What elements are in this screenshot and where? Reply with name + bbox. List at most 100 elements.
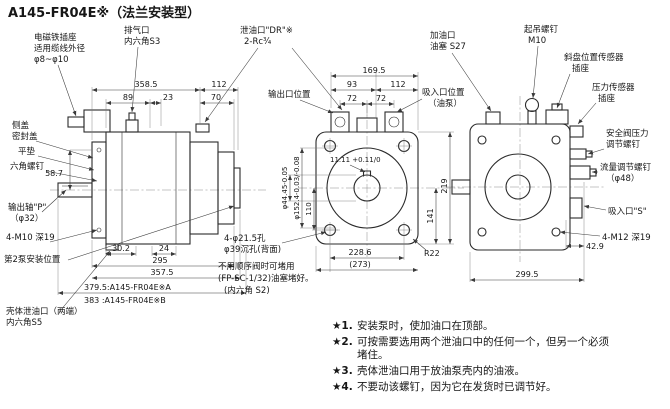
side-cover-label: 侧盖 <box>12 120 30 131</box>
note-3-text: 壳体泄油口用于放油泵壳内的油液。 <box>357 364 525 377</box>
dim-295: 295 <box>152 256 167 265</box>
case-drain-label: 壳体泄油口（两端） <box>6 306 83 317</box>
sequence-valve-note-2: (FP-SC-1/32)油塞堵好。 <box>218 273 314 284</box>
flat-washer-label: 平垫 <box>18 146 36 157</box>
pilot-circle <box>326 147 408 229</box>
output-shaft-dia: （φ32） <box>10 213 43 224</box>
page-title: A145-FR04E※（法兰安装型） <box>8 5 200 21</box>
flow-screw-label: 流量调节螺钉 <box>600 162 652 173</box>
solenoid-cable-size: φ8~φ10 <box>34 55 69 65</box>
air-bleed-hex-label: 内六角S3 <box>124 36 160 47</box>
dim-93: 93 <box>347 80 357 89</box>
dim-70: 70 <box>211 93 221 102</box>
seal-cover-label: 密封盖 <box>12 131 38 142</box>
dim-overall-length: 358.5 <box>135 80 158 89</box>
pump-body <box>105 131 191 245</box>
rear-view-dimensions: 299.5 42.9 <box>469 182 604 282</box>
dim-299-5: 299.5 <box>516 270 539 279</box>
outlet-port <box>330 111 350 133</box>
footnotes: ★1. 安装泵时，使加油口在顶部。 ★2. 可按需要选用两个泄油口中的任何一个，… <box>332 319 609 393</box>
dim-keyway: 11.11 +0.11/0 <box>330 156 381 164</box>
eye-bolt <box>524 97 540 113</box>
note-2-mark: ★2. <box>332 336 353 348</box>
sequence-valve-note-1: 不用顺序阀时可堵用 <box>218 261 295 272</box>
pressure-sensor-label: 压力传感器 <box>592 82 635 93</box>
dim-357-5: 357.5 <box>151 268 174 277</box>
note-1-text: 安装泵时，使加油口在顶部。 <box>357 319 494 332</box>
note-4-text: 不要动该螺钉，因为它在发货时已调节好。 <box>357 380 557 393</box>
rear-tapped-hole <box>551 227 561 237</box>
dim-219: 219 <box>440 178 449 193</box>
dim-variant-b: 383 :A145-FR04E※B <box>84 296 166 305</box>
hex-bolt-label: 六角螺钉 <box>10 161 45 172</box>
relief-adjust-screw <box>569 148 587 160</box>
dim-58-7: 58.7 <box>45 169 63 178</box>
solenoid-label: 电磁铁插座 <box>34 32 77 43</box>
solenoid-cable-label: 适用缆线外径 <box>34 43 86 54</box>
note-2-text: 可按需要选用两个泄油口中的任何一个，但另一个必须 <box>357 335 609 348</box>
suction-port <box>384 111 404 133</box>
air-bleed-label: 排气口 <box>124 25 150 36</box>
flow-adjust-screw <box>569 165 591 180</box>
dim-23: 23 <box>163 93 173 102</box>
dim-228-6: 228.6 <box>349 248 372 257</box>
rear-tap-label: 4-M12 深19 <box>602 233 651 243</box>
eye-bolt-label: 起吊螺钉 <box>524 24 559 35</box>
dim-273: (273) <box>349 260 371 269</box>
counterbore-label: φ39沉孔(背面) <box>224 244 281 255</box>
note-1-mark: ★1. <box>332 320 353 332</box>
side-view-dimensions: 358.5 112 89 23 70 58.7 30.2 24 295 357.… <box>45 80 247 305</box>
side-view-labels: 电磁铁插座 适用缆线外径 φ8~φ10 排气口 内六角S3 侧盖 密封盖 平垫 … <box>4 25 235 328</box>
dim-72-left: 72 <box>347 94 357 103</box>
dim-112-front: 112 <box>390 80 405 89</box>
solenoid-body <box>83 109 111 133</box>
swash-sensor-sub: 插座 <box>572 63 590 74</box>
dim-141: 141 <box>426 208 435 223</box>
solenoid-connector <box>67 116 85 128</box>
drain-port-label: 泄油口"DR"※ <box>240 25 293 36</box>
relief-screw-label: 安全阀压力 <box>606 128 649 139</box>
dim-pilot-dia: φ152.4-0.03/-0.08 <box>293 156 301 219</box>
swash-sensor-socket <box>545 109 569 125</box>
side-view-linework <box>50 109 266 251</box>
pressure-sensor-socket <box>569 125 584 138</box>
suction-port-label: 吸入口"S" <box>608 207 647 217</box>
suction-position-sub: （油泵） <box>428 98 462 109</box>
dim-variant-a: 379.5:A145-FR04E※A <box>84 283 171 292</box>
front-view-linework <box>298 104 464 258</box>
swash-sensor-label: 斜盘位置传感器 <box>564 52 624 63</box>
front-view-dimensions: 169.5 93 112 72 72 11.11 +0.11/0 φ44.45-… <box>281 66 454 272</box>
second-pump-face <box>233 167 241 209</box>
case-drain-hex-label: 内六角S5 <box>6 317 42 328</box>
output-shaft-label: 输出轴"P" <box>8 202 47 213</box>
flange-tap-label: 4-M10 深19 <box>6 233 55 243</box>
suction-position-label: 吸入口位置 <box>422 87 465 98</box>
dim-24: 24 <box>159 244 169 253</box>
dim-30-2: 30.2 <box>112 244 130 253</box>
sequence-valve-note-3: (内六角 S2) <box>224 285 270 296</box>
oil-fill-plug <box>485 111 501 125</box>
top-fitting <box>356 117 378 133</box>
oil-fill-plug-label: 油塞 S27 <box>430 41 466 52</box>
rear-view-labels: 加油口 油塞 S27 起吊螺钉 M10 斜盘位置传感器 插座 压力传感器 插座 … <box>430 24 652 243</box>
dim-112: 112 <box>211 80 226 89</box>
relief-screw-sub: 调节螺钉 <box>606 139 641 150</box>
keyway <box>362 170 372 177</box>
air-bleed-fitting <box>125 119 139 133</box>
drain-port-thread: 2-Rc¾ <box>244 37 271 47</box>
shaft-circle <box>353 174 381 202</box>
note-4-mark: ★4. <box>332 381 353 393</box>
front-view-labels: 泄油口"DR"※ 2-Rc¾ 输出口位置 吸入口位置 （油泵） 4-φ21.5孔… <box>204 25 465 296</box>
mounting-holes-label: 4-φ21.5孔 <box>224 234 266 244</box>
note-2-continuation: 堵住。 <box>357 348 389 361</box>
rear-body <box>469 123 571 251</box>
dim-110: 110 <box>305 202 313 215</box>
suction-port-rear <box>569 197 583 219</box>
dim-r22: R22 <box>424 249 440 258</box>
dim-72-right: 72 <box>376 94 386 103</box>
note-3-mark: ★3. <box>332 365 353 377</box>
drain-port-side <box>195 123 210 133</box>
dim-shaft-dia: φ44.45-0.05 <box>281 167 289 210</box>
eye-bolt-size: M10 <box>528 36 546 46</box>
